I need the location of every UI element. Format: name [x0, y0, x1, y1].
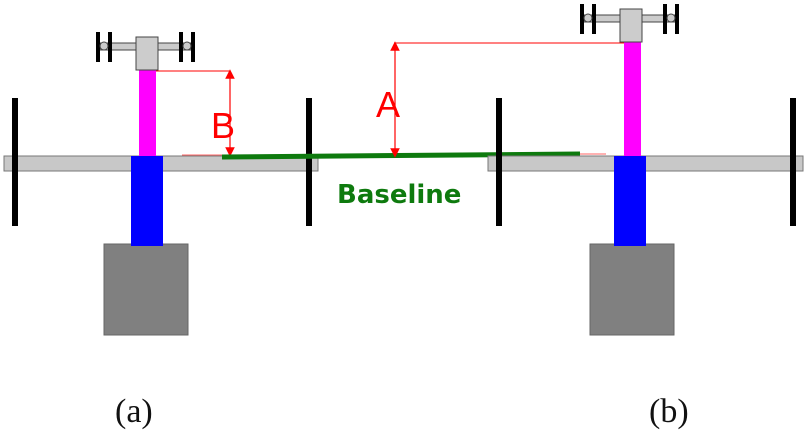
- assembly-a: B: [3, 32, 319, 336]
- column-a: [131, 156, 163, 246]
- assembly-b: [487, 4, 804, 336]
- right-post-a: [306, 98, 312, 226]
- right-post-b: [790, 98, 796, 226]
- caption-b: (b): [649, 393, 689, 430]
- left-post-a: [12, 98, 18, 226]
- left-post-b: [496, 98, 502, 226]
- wheel-hub-icon: [96, 32, 195, 71]
- baseline-line: [221, 151, 581, 160]
- baseline-label: Baseline: [337, 180, 461, 210]
- wheel-hub-icon: [580, 4, 679, 43]
- dimension-label-a: A: [376, 84, 400, 125]
- mast-b: [624, 40, 641, 156]
- mast-a: [139, 70, 156, 156]
- dimension-label-b: B: [211, 105, 235, 146]
- column-b: [614, 156, 646, 246]
- caption-a: (a): [115, 393, 153, 430]
- ground-block-a: [103, 243, 189, 336]
- ground-block-b: [589, 243, 675, 336]
